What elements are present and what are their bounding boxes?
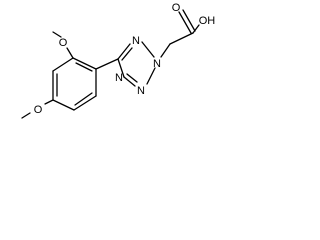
atom-oxygen-carbonyl: O xyxy=(172,2,181,14)
methoxy-group-3 xyxy=(52,31,74,59)
methoxy-group-4 xyxy=(21,99,54,119)
bond-methyl-o4 xyxy=(21,112,31,119)
ring-bond-4 xyxy=(52,99,75,111)
ring-double-1 xyxy=(75,62,93,72)
tetrazole-bond-n2-n3 xyxy=(146,67,156,85)
atom-nitrogen-n2: N xyxy=(153,58,161,70)
benzene-ring xyxy=(52,57,97,111)
tetrazole-double-c5-n1 xyxy=(121,47,133,61)
bond-c-oh xyxy=(192,24,200,34)
atom-oxygen-methoxy-3: O xyxy=(59,37,68,49)
bond-methyl-o3 xyxy=(52,31,62,38)
bond-ring-tetrazole xyxy=(95,58,119,70)
tetrazole-bond-n4-c5 xyxy=(117,58,125,78)
tetrazole-ring xyxy=(117,41,156,87)
tetrazole-bond-n3-n4 xyxy=(123,76,136,87)
bond-c-o-double-2 xyxy=(182,9,196,32)
atom-oxygen-hydroxyl: OH xyxy=(199,15,216,27)
tetrazole-double-n3-n4 xyxy=(126,73,138,83)
atom-oxygen-methoxy-4: O xyxy=(34,104,43,116)
bond-o3-ring xyxy=(66,47,74,59)
acetic-acid-group xyxy=(160,9,200,58)
ring-double-2 xyxy=(74,92,93,106)
ring-bond-3 xyxy=(73,95,97,111)
bond-ch2-cooh xyxy=(169,32,194,45)
tetrazole-bond-c5-n1 xyxy=(117,43,131,60)
bond-n2-ch2 xyxy=(160,43,171,58)
tetrazole-bond-n1-n2 xyxy=(141,41,155,58)
ring-bond-1 xyxy=(72,57,97,70)
atom-nitrogen-n4: N xyxy=(115,72,123,84)
bond-o4-ring xyxy=(44,99,54,105)
atom-nitrogen-n1: N xyxy=(132,35,140,47)
bond-c-o-double-1 xyxy=(178,11,192,34)
ring-bond-6 xyxy=(52,57,74,72)
chemical-structure-diagram: O O N N N N O OH xyxy=(21,2,216,119)
atom-nitrogen-n3: N xyxy=(137,85,145,97)
